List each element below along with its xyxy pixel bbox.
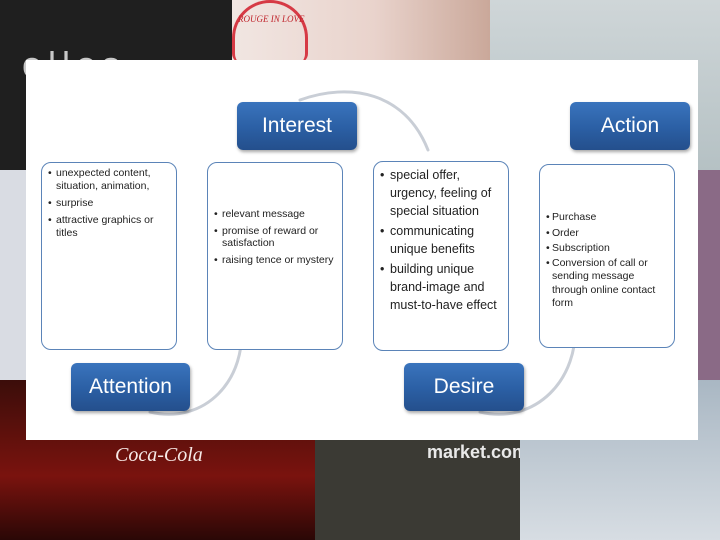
attention-item: surprise xyxy=(48,197,172,210)
action-item: Subscription xyxy=(546,241,670,257)
interest-details-box: relevant message promise of reward or sa… xyxy=(207,162,343,350)
attention-item: attractive graphics or titles xyxy=(48,214,172,240)
action-item: Order xyxy=(546,226,670,242)
attention-details-box: unexpected content, situation, animation… xyxy=(41,162,177,350)
action-details-box: Purchase Order Subscription Conversion o… xyxy=(539,164,675,348)
interest-item: relevant message xyxy=(214,208,338,220)
interest-item: promise of reward or satisfaction xyxy=(214,225,338,249)
desire-item: communicating unique benefits xyxy=(380,222,504,258)
action-item: Conversion of call or sending message th… xyxy=(546,257,670,311)
desire-item: special offer, urgency, feeling of speci… xyxy=(380,166,504,220)
stage-label-action: Action xyxy=(570,102,690,150)
attention-item: unexpected content, situation, animation… xyxy=(48,167,172,193)
desire-item: building unique brand-image and must-to-… xyxy=(380,260,504,314)
stage-label-attention: Attention xyxy=(71,363,190,411)
stage-label-desire: Desire xyxy=(404,363,524,411)
desire-details-box: special offer, urgency, feeling of speci… xyxy=(373,161,509,351)
action-item: Purchase xyxy=(546,210,670,226)
stage-label-interest: Interest xyxy=(237,102,357,150)
interest-item: raising tence or mystery xyxy=(214,254,338,266)
